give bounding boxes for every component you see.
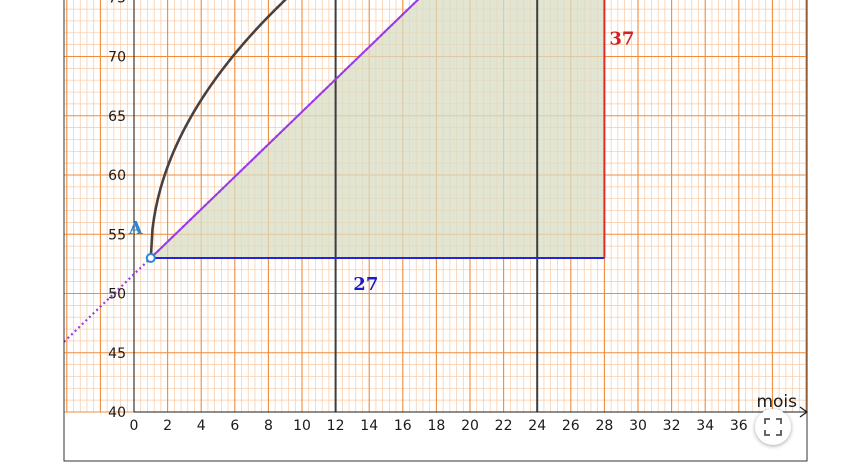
y-tick-label: 75 bbox=[108, 0, 126, 6]
fullscreen-button[interactable] bbox=[755, 409, 791, 445]
secant-segment bbox=[150, 0, 420, 259]
x-tick-label: 8 bbox=[264, 418, 273, 434]
y-tick-label: 55 bbox=[108, 227, 126, 243]
point-a-label: A bbox=[128, 218, 144, 239]
point-a-marker bbox=[145, 252, 156, 263]
y-tick-label: 40 bbox=[108, 405, 126, 421]
x-tick-label: 2 bbox=[163, 418, 172, 434]
x-tick-label: 26 bbox=[562, 418, 580, 434]
reference-vertical-lines bbox=[334, 0, 539, 412]
y-tick-label: 45 bbox=[108, 346, 126, 362]
x-tick-label: 0 bbox=[130, 418, 139, 434]
x-tick-label: 14 bbox=[360, 418, 378, 434]
x-tick-label: 4 bbox=[197, 418, 206, 434]
rise-value-label: 37 bbox=[609, 29, 634, 50]
y-tick-label: 60 bbox=[108, 168, 126, 184]
y-tick-label: 70 bbox=[108, 50, 126, 66]
points[interactable]: AM bbox=[128, 0, 617, 263]
x-tick-label: 24 bbox=[528, 418, 546, 434]
x-tick-label: 36 bbox=[730, 418, 748, 434]
y-tick-label: 50 bbox=[108, 287, 126, 303]
graph-frame bbox=[63, 0, 808, 462]
x-tick-label: 20 bbox=[461, 418, 479, 434]
x-tick-label: 22 bbox=[495, 418, 513, 434]
fullscreen-icon bbox=[764, 418, 782, 436]
function-curve[interactable] bbox=[149, 0, 805, 259]
x-tick-label: 6 bbox=[230, 418, 239, 434]
x-tick-label: 34 bbox=[696, 418, 714, 434]
x-tick-label: 10 bbox=[293, 418, 311, 434]
slope-triangle-fill bbox=[150, 0, 605, 258]
x-tick-label: 18 bbox=[427, 418, 445, 434]
x-axis-label: mois bbox=[756, 392, 797, 412]
x-tick-label: 16 bbox=[394, 418, 412, 434]
x-tick-label: 30 bbox=[629, 418, 647, 434]
x-tick-label: 28 bbox=[595, 418, 613, 434]
y-tick-label: 65 bbox=[108, 109, 126, 125]
run-value-label: 27 bbox=[353, 274, 378, 295]
x-tick-label: 12 bbox=[327, 418, 345, 434]
x-tick-label: 32 bbox=[663, 418, 681, 434]
y-tick-labels: 404550556065707580859095100105110 bbox=[108, 0, 126, 421]
